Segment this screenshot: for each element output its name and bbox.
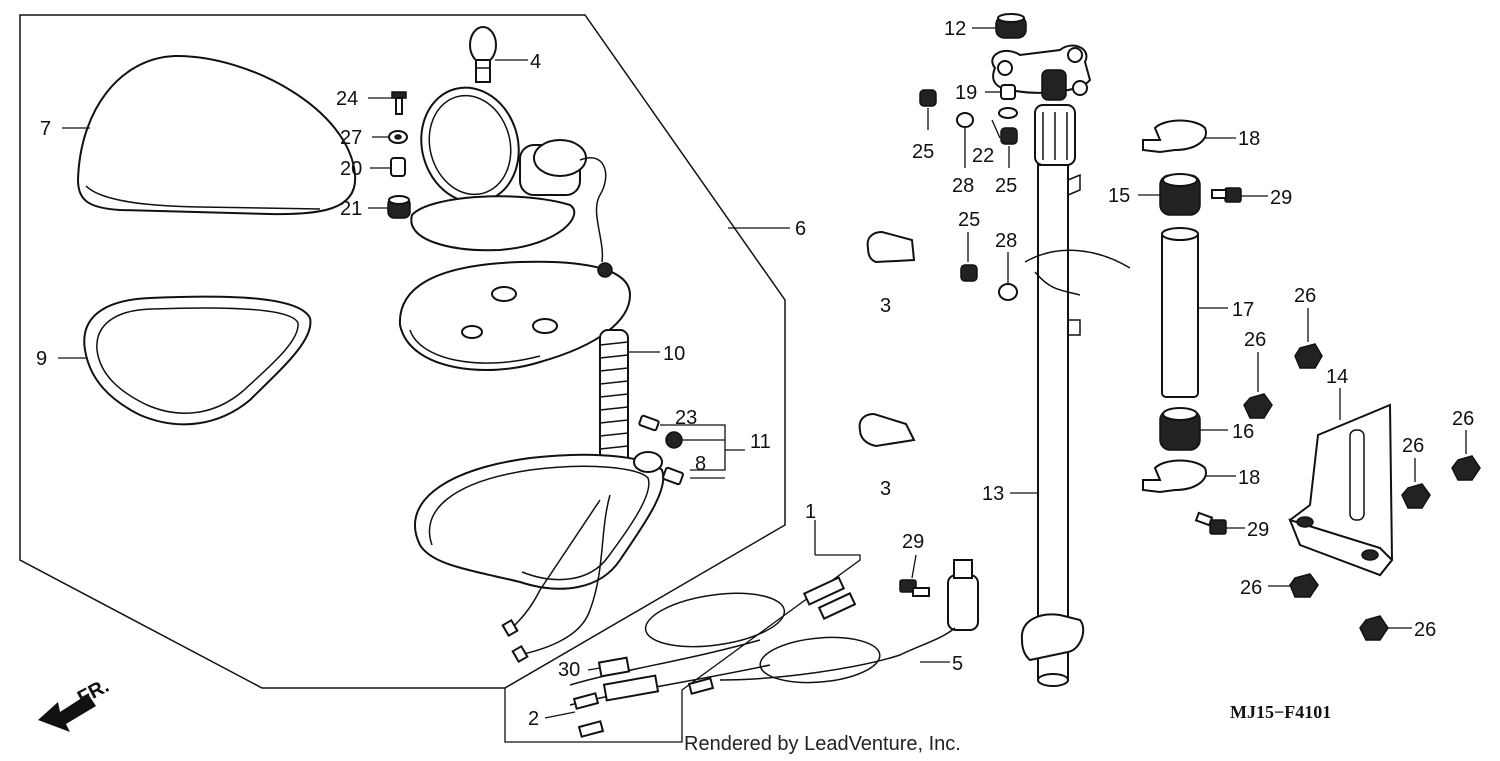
callout-29-a: 29 (902, 531, 924, 553)
bolt-8-part[interactable] (662, 466, 684, 486)
callout-1: 1 (805, 501, 816, 523)
callout-26-c: 26 (1402, 435, 1424, 457)
rubber-15-part[interactable] (1159, 173, 1201, 216)
callout-24: 24 (336, 88, 358, 110)
callout-29-b: 29 (1270, 187, 1292, 209)
clamp-18-lower-part[interactable] (1142, 459, 1207, 494)
callout-6: 6 (795, 218, 806, 240)
callout-22: 22 (972, 145, 994, 167)
callout-4: 4 (530, 51, 541, 73)
callout-5: 5 (952, 653, 963, 675)
bulb-part[interactable] (469, 26, 497, 83)
callout-28-b: 28 (995, 230, 1017, 252)
callout-12: 12 (944, 18, 966, 40)
washer-28-upper-part[interactable] (956, 112, 974, 128)
washer-27-part[interactable] (388, 130, 408, 144)
callout-16: 16 (1232, 421, 1254, 443)
callout-18-lower: 18 (1238, 467, 1260, 489)
callout-27: 27 (340, 127, 362, 149)
nut-26-a-part[interactable] (1294, 343, 1323, 369)
meter-stay-part[interactable] (414, 451, 665, 590)
nut-25-lower-part[interactable] (960, 264, 978, 282)
callout-21: 21 (340, 198, 362, 220)
nut-26-f-part[interactable] (1359, 615, 1389, 641)
callout-13: 13 (982, 483, 1004, 505)
meter-unit-part[interactable] (409, 77, 607, 263)
clip-3-upper-part[interactable] (866, 230, 916, 264)
collar-20-part[interactable] (390, 157, 406, 177)
callout-26-a: 26 (1294, 285, 1316, 307)
callout-26-d: 26 (1452, 408, 1474, 430)
nut-25-left-part[interactable] (919, 89, 937, 107)
callout-7: 7 (40, 118, 51, 140)
callout-2: 2 (528, 708, 539, 730)
nut-26-d-part[interactable] (1451, 455, 1481, 481)
callout-15: 15 (1108, 185, 1130, 207)
grommet-21-part[interactable] (387, 195, 411, 219)
callout-26-b: 26 (1244, 329, 1266, 351)
bolt-29-right-part[interactable] (1194, 511, 1227, 535)
grommet-12-part[interactable] (995, 13, 1027, 39)
screw-24-part[interactable] (391, 91, 407, 115)
callout-25-a: 25 (912, 141, 934, 163)
callout-23: 23 (675, 407, 697, 429)
meter-cover-part[interactable] (76, 54, 357, 216)
collar-19-part[interactable] (1000, 84, 1016, 100)
callout-11: 11 (750, 431, 771, 453)
sub-harness-part[interactable] (569, 576, 882, 738)
callout-20: 20 (340, 158, 362, 180)
callout-28-a: 28 (952, 175, 974, 197)
steering-stem-top-part[interactable] (991, 44, 1092, 166)
callout-30: 30 (558, 659, 580, 681)
tube-17-part[interactable] (1161, 227, 1199, 398)
u-bolt-part[interactable] (1024, 249, 1131, 296)
callout-18-upper: 18 (1238, 128, 1260, 150)
render-credit: Rendered by LeadVenture, Inc. (684, 733, 961, 755)
screw-23-part[interactable] (638, 414, 660, 432)
callout-14: 14 (1326, 366, 1348, 388)
harness-1-bracket (504, 554, 861, 743)
callout-26-e: 26 (1240, 577, 1262, 599)
nut-26-b-part[interactable] (1243, 393, 1273, 419)
rubber-16-part[interactable] (1159, 407, 1201, 451)
nut-11-part[interactable] (665, 431, 683, 449)
meter-base-plate-part[interactable] (398, 260, 632, 371)
callout-25-b: 25 (995, 175, 1017, 197)
nut-25-center-part[interactable] (1000, 127, 1018, 145)
washer-22-part[interactable] (998, 107, 1018, 119)
diagram-reference-code: MJ15−F4101 (1230, 702, 1331, 722)
bolt-29-lower-part[interactable] (899, 579, 930, 597)
clip-3-lower-part[interactable] (858, 412, 916, 448)
callout-3-upper: 3 (880, 295, 891, 317)
bracket-14-part[interactable] (1288, 403, 1394, 577)
callout-19: 19 (955, 82, 977, 104)
callout-10: 10 (663, 343, 685, 365)
callout-29-c: 29 (1247, 519, 1269, 541)
callout-9: 9 (36, 348, 47, 370)
gasket-part[interactable] (83, 295, 312, 426)
front-direction-arrow: FR. (38, 675, 113, 732)
assembly-6-boundary (19, 14, 786, 689)
steering-stem-part[interactable] (1020, 164, 1085, 687)
meter-wiring-part[interactable] (509, 494, 611, 656)
bolt-29-upper-part[interactable] (1211, 187, 1242, 203)
nut-26-e-part[interactable] (1289, 573, 1319, 598)
callout-25-c: 25 (958, 209, 980, 231)
callout-17: 17 (1232, 299, 1254, 321)
speed-sensor-part[interactable] (719, 559, 979, 681)
washer-28-lower-part[interactable] (998, 283, 1018, 301)
callout-8: 8 (695, 453, 706, 475)
callout-3-lower: 3 (880, 478, 891, 500)
nut-26-c-part[interactable] (1401, 483, 1431, 509)
clamp-18-upper-part[interactable] (1142, 119, 1207, 154)
callout-26-f: 26 (1414, 619, 1436, 641)
